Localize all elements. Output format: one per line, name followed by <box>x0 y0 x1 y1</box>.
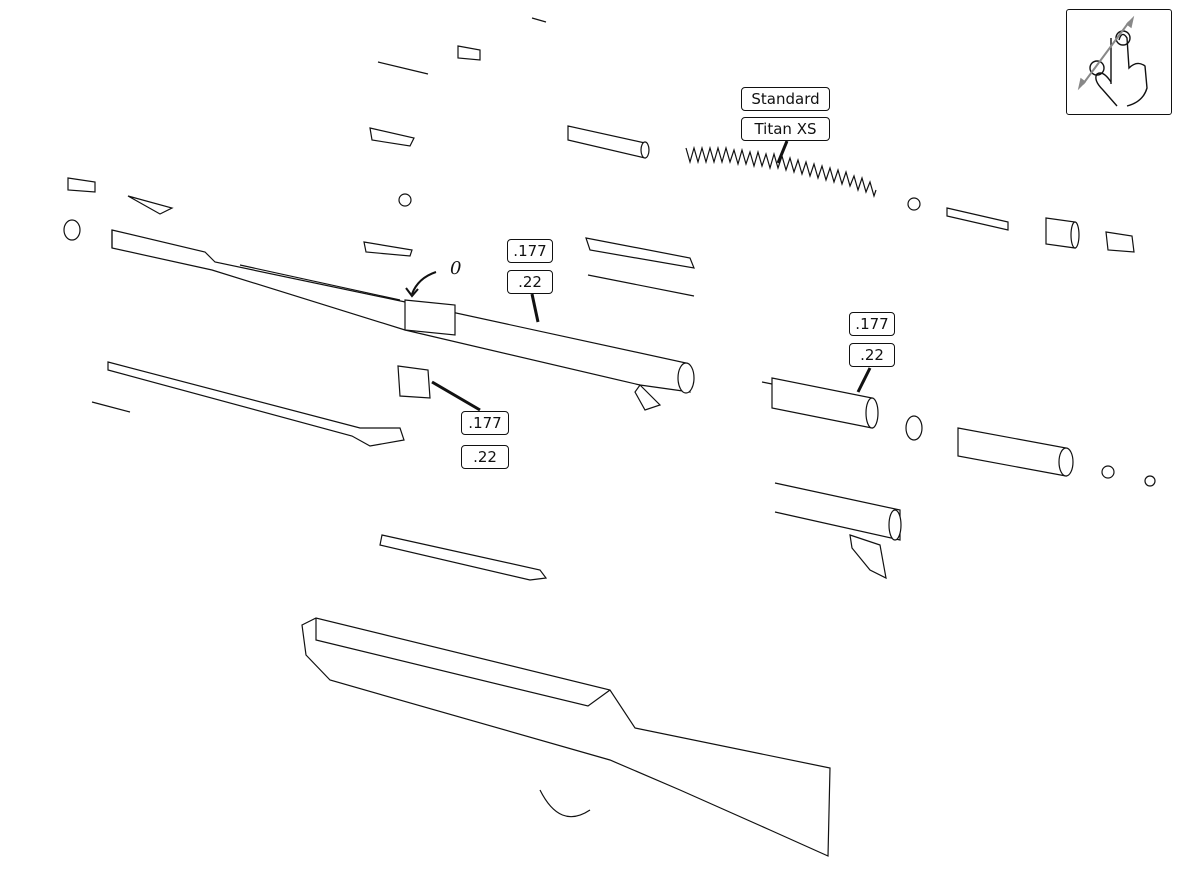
zero-mark-label: 0 <box>450 258 462 279</box>
breech-option-22[interactable]: .22 <box>461 445 509 469</box>
piston-seal-part <box>905 415 1156 487</box>
end-cap-part <box>1045 217 1135 253</box>
pinch-zoom-icon <box>1077 15 1148 107</box>
piston-option-177[interactable]: .177 <box>849 312 895 336</box>
pinch-zoom-button[interactable] <box>1066 9 1172 115</box>
barrel-option-22[interactable]: .22 <box>507 270 553 294</box>
compression-tube-part <box>567 125 650 159</box>
piston-leader-line <box>856 367 872 393</box>
rotation-arrow <box>411 271 437 295</box>
barrel-part <box>111 229 695 411</box>
front-sight-part <box>63 177 174 241</box>
rotation-arrow-head <box>405 287 419 298</box>
cocking-lever-part <box>107 361 405 447</box>
breech-leader-line <box>431 380 481 412</box>
stock-part <box>301 617 831 857</box>
trigger-guard-part <box>379 534 591 818</box>
trigger-housing-part <box>774 482 902 580</box>
rear-sight-part <box>585 237 695 297</box>
breech-block-part <box>397 365 431 399</box>
breech-option-177[interactable]: .177 <box>461 411 509 435</box>
small-hardware-parts <box>91 17 547 413</box>
spring-guide-part <box>907 197 1009 231</box>
barrel-option-177[interactable]: .177 <box>507 239 553 263</box>
spring-leader-line <box>776 140 789 164</box>
barrel-leader-line <box>530 293 540 323</box>
spring-option-standard[interactable]: Standard <box>741 87 830 111</box>
piston-part <box>761 377 879 429</box>
spring-option-titan-xs[interactable]: Titan XS <box>741 117 830 141</box>
piston-option-22[interactable]: .22 <box>849 343 895 367</box>
